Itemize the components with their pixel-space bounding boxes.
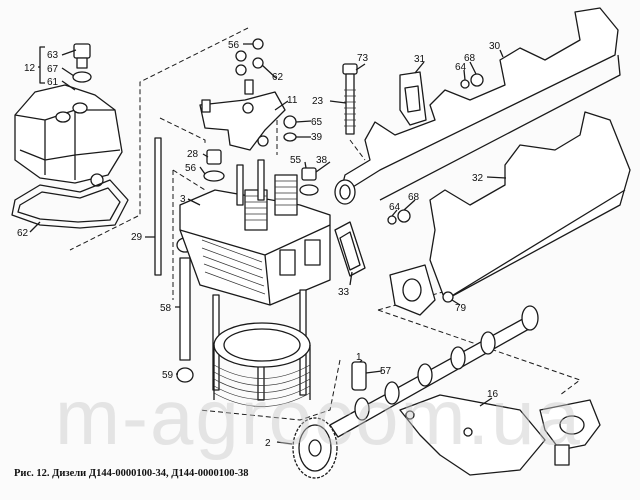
bracket-16 [399,394,601,476]
cover-bolt [72,43,92,83]
nut-79 [442,291,454,303]
leader-lines [29,43,507,445]
part-label: 63 [47,50,59,61]
part-label: 32 [472,173,484,184]
part-label: 56 [185,163,197,174]
part-label: 68 [464,53,476,64]
part-label: 38 [316,155,328,166]
part-label: 61 [47,77,59,88]
valve-cover [14,84,123,187]
part-label: 12 [24,63,36,74]
part-label: 57 [380,366,392,377]
gasket-31 [399,71,427,126]
part-label: 30 [489,41,501,52]
assembly-line [159,117,206,145]
part-label: 62 [272,72,284,83]
assembly-line [377,289,582,396]
gasket-33 [334,221,366,277]
part-label: 31 [414,54,426,65]
part-label: 59 [162,370,174,381]
rocker-arm-assembly [199,79,286,151]
part-label: 1 [356,352,362,363]
part-label: 2 [265,438,271,449]
part-label: 23 [312,96,324,107]
pushrod-tube [179,257,191,361]
part-label: 62 [17,228,29,239]
injector [342,63,358,135]
assembly-line [69,27,249,251]
part-label: 39 [311,132,323,143]
cylinder-liner [213,322,311,407]
assembly-line [349,139,366,161]
part-label: 3 [180,194,186,205]
part-label: 56 [228,40,240,51]
part-label: 55 [290,155,302,166]
cylinder-head [179,159,331,306]
part-label: 29 [131,232,143,243]
part-label: 33 [338,287,350,298]
pushrod [154,137,162,276]
bracket-12 [39,46,45,84]
part-label: 64 [455,62,467,73]
valve-cover-gasket [11,179,129,229]
camshaft-gear [292,417,338,479]
flange [389,264,436,316]
part-label: 16 [487,389,499,400]
part-label: 68 [408,192,420,203]
camshaft [329,305,539,438]
part-label: 64 [389,202,401,213]
assembly-line [199,359,341,421]
part-label: 73 [357,53,369,64]
assembly-line [172,169,206,300]
part-label: 65 [311,117,323,128]
exhaust-manifold-32 [429,111,631,301]
watermark: m-agrocom.ua [55,373,582,461]
exhaust-manifold-30 [334,7,621,205]
part-label: 58 [160,303,172,314]
figure-caption: Рис. 12. Дизели Д144-0000100-34, Д144-00… [14,468,249,479]
part-label: 11 [287,95,298,106]
tappet [351,361,367,391]
part-label: 67 [47,64,59,75]
part-label: 79 [455,303,467,314]
seal-59 [176,367,194,383]
part-label: 28 [187,149,199,160]
